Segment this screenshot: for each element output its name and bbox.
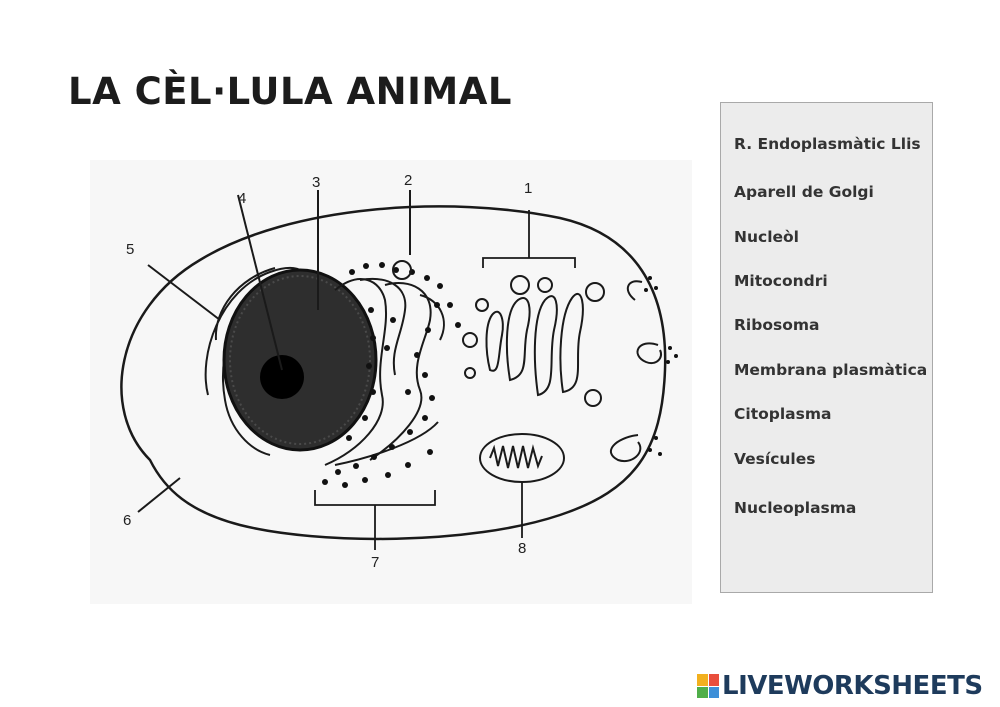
cell-diagram: 1 2 3 4 5 6 7 8 bbox=[90, 160, 692, 604]
label-5: 5 bbox=[126, 241, 134, 258]
mitochondrion bbox=[479, 433, 565, 483]
rough-er bbox=[324, 277, 445, 466]
brand-logo: LIVEWORKSHEETS bbox=[697, 671, 983, 701]
word-bank-item[interactable]: Ribosoma bbox=[734, 316, 820, 334]
liveworksheets-logo-icon bbox=[697, 674, 719, 698]
nucleolus bbox=[260, 355, 304, 399]
word-bank-item[interactable]: Nucleoplasma bbox=[734, 499, 857, 517]
label-4: 4 bbox=[238, 190, 246, 207]
label-6: 6 bbox=[123, 512, 131, 529]
cell-membrane bbox=[120, 205, 667, 541]
membrane-vesicles bbox=[610, 280, 662, 463]
word-bank-item[interactable]: R. Endoplasmàtic Llis bbox=[734, 135, 921, 153]
word-bank-item[interactable]: Aparell de Golgi bbox=[734, 183, 874, 201]
label-1: 1 bbox=[524, 180, 532, 197]
brand-name: LIVEWORKSHEETS bbox=[722, 671, 983, 701]
label-3: 3 bbox=[312, 174, 320, 191]
label-2: 2 bbox=[404, 172, 412, 189]
word-bank-item[interactable]: Membrana plasmàtica bbox=[734, 361, 928, 379]
label-8: 8 bbox=[518, 540, 526, 557]
label-7: 7 bbox=[371, 554, 379, 571]
exocytosis-dots bbox=[644, 276, 678, 456]
word-bank-item[interactable]: Citoplasma bbox=[734, 405, 832, 423]
word-bank-panel: R. Endoplasmàtic Llis Aparell de Golgi N… bbox=[720, 102, 933, 593]
word-bank-item[interactable]: Nucleòl bbox=[734, 228, 799, 246]
cell-diagram-drawing: 1 2 3 4 5 6 7 8 bbox=[120, 172, 678, 571]
vesicle bbox=[392, 260, 412, 280]
word-bank-item[interactable]: Mitocondri bbox=[734, 272, 828, 290]
nucleus bbox=[222, 268, 378, 452]
golgi-apparatus bbox=[462, 275, 605, 407]
page-title: LA CÈL·LULA ANIMAL bbox=[68, 70, 512, 113]
word-bank-item[interactable]: Vesícules bbox=[734, 450, 816, 468]
ribosome-dots bbox=[322, 262, 461, 488]
